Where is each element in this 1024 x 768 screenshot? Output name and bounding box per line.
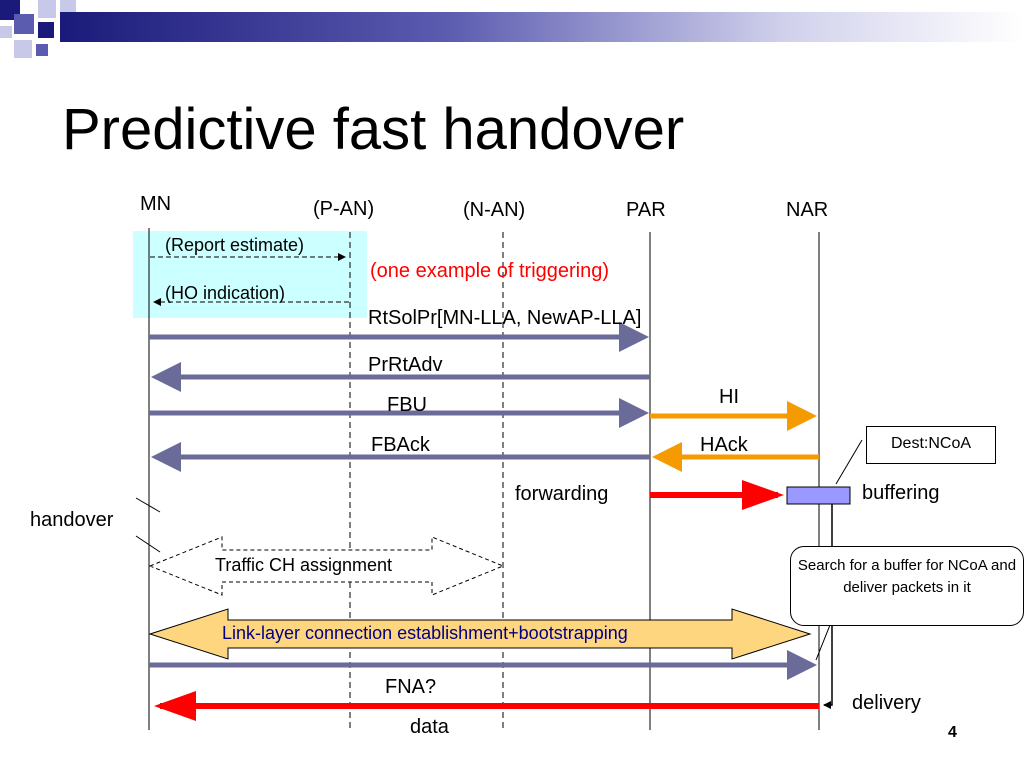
entity-label-pan: (P-AN) (313, 198, 375, 220)
dest-callout-line (835, 439, 863, 485)
hack-label: HAck (700, 434, 748, 456)
fbu-label: FBU (387, 394, 427, 416)
dest-ncoa-box: Dest:NCoA (866, 426, 996, 464)
hi-label: HI (719, 386, 739, 408)
entity-label-mn: MN (140, 193, 172, 215)
page-number: 4 (948, 724, 957, 741)
header-square-decoration (14, 14, 34, 34)
handover-tick-bottom (135, 535, 161, 553)
triggering-note: (one example of triggering) (370, 260, 610, 282)
ho-indication-label: (HO indication) (165, 283, 286, 303)
fna-label: FNA? (385, 676, 437, 698)
link-layer-double-arrow (148, 608, 812, 660)
buffer-box (786, 486, 851, 505)
rtsolpr-label: RtSolPr[MN-LLA, NewAP-LLA] (368, 307, 642, 329)
header-square-decoration (36, 44, 48, 56)
report-estimate-label: (Report estimate) (165, 235, 305, 255)
data-label: data (410, 716, 449, 738)
handover-tick-top (135, 497, 161, 513)
search-callout-line (815, 619, 833, 661)
header-square-decoration (38, 0, 56, 18)
fback-label: FBAck (371, 434, 430, 456)
header-square-decoration (38, 22, 54, 38)
traffic-ch-label: Traffic CH assignment (215, 555, 393, 575)
entity-label-nar: NAR (786, 199, 829, 221)
header-square-decoration (0, 26, 12, 38)
triggering-highlight-box (133, 231, 367, 318)
header-square-decoration (14, 40, 32, 58)
buffering-label: buffering (862, 482, 940, 504)
link-layer-label: Link-layer connection establishment+boot… (222, 623, 628, 643)
forwarding-label: forwarding (515, 483, 609, 505)
delivery-label: delivery (852, 692, 921, 714)
entity-label-par: PAR (626, 199, 666, 221)
header-square-decoration (60, 0, 76, 14)
search-buffer-callout: Search for a buffer for NCoA and deliver… (790, 546, 1024, 626)
prrtadv-label: PrRtAdv (368, 354, 443, 376)
entity-label-nan: (N-AN) (463, 199, 526, 221)
handover-label: handover (30, 509, 114, 531)
page-title: Predictive fast handover (62, 97, 685, 162)
header-gradient-bar (60, 12, 1024, 42)
traffic-ch-double-arrow (148, 536, 505, 596)
